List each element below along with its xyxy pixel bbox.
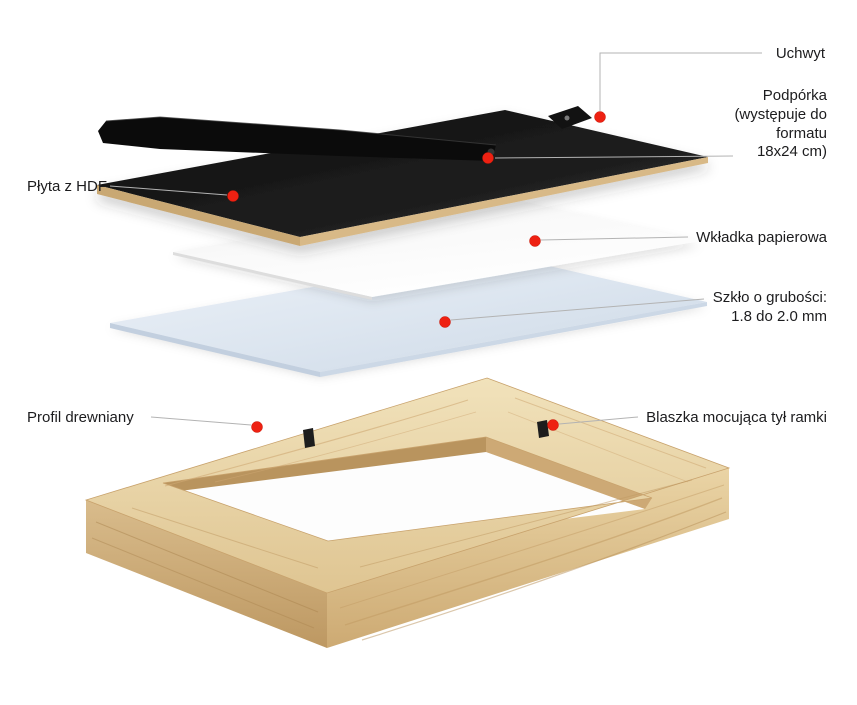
label-podporka: Podpórka (występuje do formatu 18x24 cm) [734,87,827,161]
frame-top-face [84,377,731,594]
metal-clip [537,420,549,438]
hdf-edge [300,157,708,246]
frame-front-left-face [86,500,327,648]
label-wkladka: Wkładka papierowa [696,229,827,246]
leader-line-szklo [450,298,705,321]
hotspot-dot-plyta-hdf [227,190,239,202]
wood-grain [344,497,723,626]
metal-clip [303,428,315,448]
hdf-board [97,110,708,237]
hotspot-dot-szklo [439,316,451,328]
leader-line-plyta-hdf [109,185,228,196]
frame-inner-wall [486,437,652,509]
label-plyta-hdf: Płyta z HDF [27,178,108,195]
hotspot-dot-uchwyt [594,111,606,123]
label-uchwyt: Uchwyt [775,45,825,62]
paper-insert-layer [173,196,700,300]
wooden-frame [84,377,731,648]
hotspot-dot-wkladka [529,235,541,247]
hotspot-dot-profil [251,421,263,433]
wood-grain [514,397,707,469]
hotspot-dot-podporka [482,152,494,164]
label-blaszka: Blaszka mocująca tył ramki [646,409,827,426]
hotspot-markers [227,111,606,433]
frame-inner-wall [163,437,486,492]
wood-grain [361,511,727,641]
hanger-rivet [564,115,570,121]
wood-grain [164,399,469,487]
leader-line-blaszka [558,416,639,425]
leader-line-profil [150,416,252,426]
hotspot-dot-blaszka [547,419,559,431]
wood-grain [91,537,315,629]
frame-backing [172,452,645,548]
wood-grain [339,484,725,609]
wood-grain [359,479,693,568]
leader-line-uchwyt [599,52,762,111]
label-szklo: Szkło o grubości: 1.8 do 2.0 mm [712,289,827,325]
glass-edge [320,302,707,377]
wood-grain [214,411,477,483]
hanger [548,106,592,129]
frame-front-right-face [327,468,729,648]
kickstand-highlight [105,116,497,146]
hdf-board-layer [97,106,708,246]
hdf-edge [97,185,300,246]
glass-edge [110,323,320,377]
glass-layer [110,254,707,377]
wood-grain [131,507,319,569]
kickstand [98,117,496,161]
leader-line-podporka [494,155,734,159]
leader-line-wkladka [540,236,689,241]
frame-clips [303,420,549,448]
label-profil: Profil drewniany [27,409,134,426]
leader-lines [109,52,762,426]
paper-edge [173,252,372,300]
wood-grain [95,521,319,613]
